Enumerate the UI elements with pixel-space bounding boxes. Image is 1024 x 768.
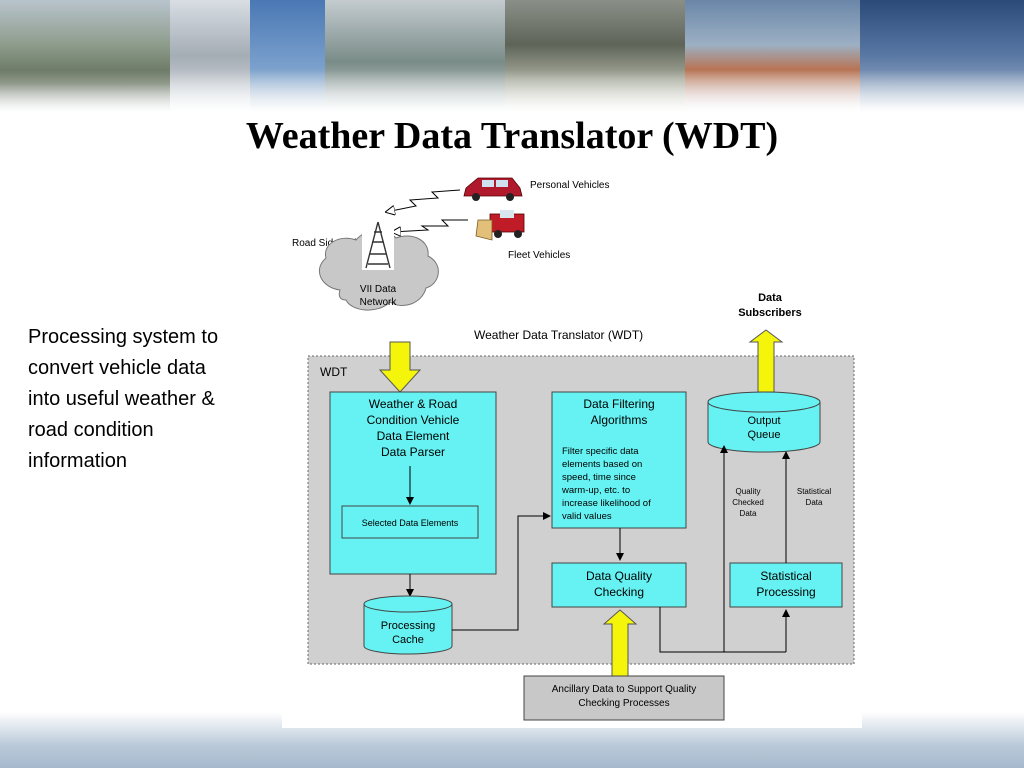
filtering-body-line: speed, time since	[562, 472, 636, 483]
minivan-icon	[463, 177, 523, 201]
statistical-processing-line2: Processing	[756, 585, 815, 599]
slide-title: Weather Data Translator (WDT)	[245, 115, 779, 157]
quality-checked-label-line1: Quality	[736, 487, 761, 496]
data-filtering-box	[551, 391, 687, 529]
parser-title-line3: Data Element	[377, 429, 450, 443]
selected-data-elements-box	[341, 505, 479, 539]
ancillary-line2: Checking Processes	[578, 698, 669, 709]
description-line: road condition	[28, 419, 154, 441]
description-line: information	[28, 450, 127, 472]
output-queue-cylinder	[707, 391, 821, 453]
quality-checking-line2: Checking	[594, 585, 644, 599]
filtering-body-line: elements based on	[562, 459, 642, 470]
processing-cache-cylinder	[363, 595, 453, 655]
statistical-processing-box	[729, 562, 843, 608]
wdt-diagram: Personal Vehicles Fleet Vehicles Road Si…	[282, 170, 862, 728]
wireless-signal-fleet	[392, 219, 468, 232]
data-subscribers-line1: Data	[758, 292, 783, 304]
parser-title-line2: Condition Vehicle	[367, 413, 460, 427]
selected-data-elements-label: Selected Data Elements	[362, 518, 459, 528]
snowplow-icon	[475, 210, 525, 241]
data-parser-box	[329, 391, 497, 575]
output-queue-line2: Queue	[747, 429, 780, 441]
network-label-line1: VII Data	[360, 284, 397, 295]
processing-cache-line1: Processing	[381, 620, 435, 632]
road-side-unit-label: Road Side Unit	[292, 238, 359, 249]
radio-tower-icon	[362, 218, 394, 270]
filtering-body-line: Filter specific data	[562, 446, 639, 457]
parser-title-line4: Data Parser	[381, 445, 445, 459]
personal-vehicles-label: Personal Vehicles	[530, 180, 610, 191]
ancillary-data-box	[523, 675, 725, 721]
filtering-body-line: increase likelihood of	[562, 498, 651, 509]
header-banner	[0, 0, 1024, 112]
description-line: into useful weather &	[28, 388, 215, 410]
filtering-body-line: warm-up, etc. to	[561, 485, 630, 496]
network-label-line2: Network	[360, 297, 398, 308]
data-subscribers-line2: Subscribers	[738, 307, 802, 319]
fleet-vehicles-label: Fleet Vehicles	[508, 250, 570, 261]
network-input-arrow	[378, 341, 422, 393]
banner-fade	[0, 70, 1024, 112]
processing-cache-line2: Cache	[392, 634, 424, 646]
quality-checked-label-line2: Checked	[732, 498, 764, 507]
description-line: Processing system to	[28, 326, 219, 348]
quality-to-output-arrow	[659, 445, 728, 653]
description-line: convert vehicle data	[28, 357, 206, 379]
ancillary-line1: Ancillary Data to Support Quality	[552, 684, 697, 695]
panel-caption: Weather Data Translator (WDT)	[474, 328, 643, 342]
output-queue-line1: Output	[747, 415, 780, 427]
statistical-data-label-line2: Data	[806, 498, 823, 507]
parser-title-line1: Weather & Road	[369, 397, 458, 411]
cache-to-filtering-arrow	[452, 512, 551, 631]
statistical-data-label-line1: Statistical	[797, 487, 831, 496]
quality-checked-label-line3: Data	[740, 509, 757, 518]
wdt-panel-tag: WDT	[320, 365, 348, 379]
filtering-body-line: valid values	[562, 511, 612, 522]
data-quality-checking-box	[551, 562, 687, 608]
vii-network-cloud	[319, 230, 439, 311]
slide-description: Processing system to convert vehicle dat…	[28, 322, 278, 477]
wireless-signal-personal	[386, 189, 461, 212]
quality-checking-line1: Data Quality	[586, 569, 652, 583]
filtering-title-line1: Data Filtering	[583, 397, 654, 411]
statistical-processing-line1: Statistical	[760, 569, 811, 583]
filtering-title-line2: Algorithms	[591, 413, 648, 427]
